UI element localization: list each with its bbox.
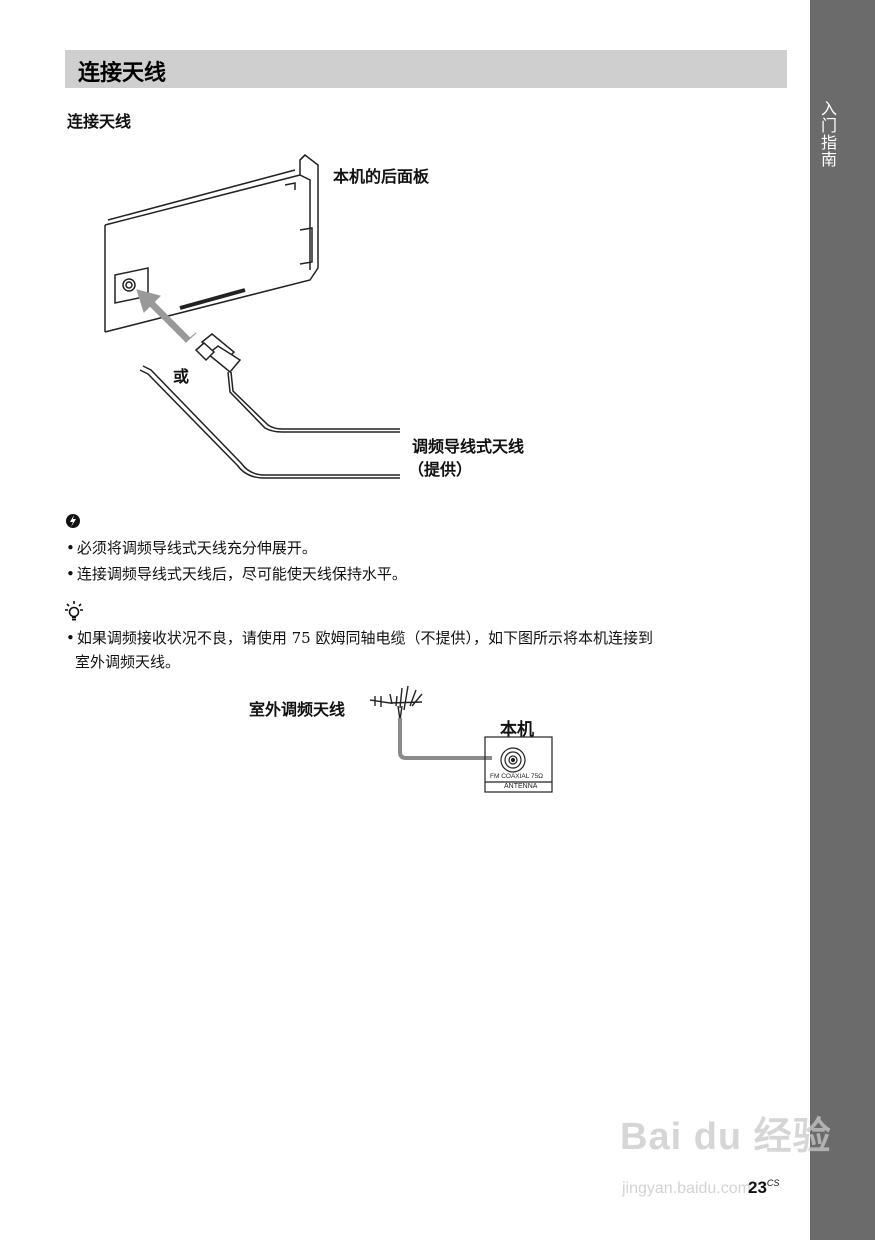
outdoor-antenna-label: 室外调频天线: [249, 700, 346, 719]
watermark-brand: Bai du 经验: [620, 1116, 832, 1158]
rear-panel-diagram: [104, 154, 400, 479]
or-label: 或: [173, 367, 190, 386]
note-item-2: •连接调频导线式天线后，尽可能使天线保持水平。: [66, 565, 407, 583]
jack-caption: ANTENNA: [504, 783, 538, 790]
wire-antenna-supplied: （提供）: [408, 460, 473, 479]
tip-item-line1: •如果调频接收状况不良，请使用 75 欧姆同轴电缆（不提供），如下图所示将本机连…: [66, 629, 653, 647]
coaxial-cable: [398, 718, 492, 760]
wire-antenna-label: 调频导线式天线: [412, 437, 525, 456]
section-title: 连接天线: [78, 61, 167, 86]
tip-item-line2: 室外调频天线。: [75, 653, 181, 671]
section-title-bar: [65, 50, 787, 88]
rear-panel-label: 本机的后面板: [333, 167, 430, 186]
antenna-jack-panel: [484, 736, 553, 793]
note-item-1: •必须将调频导线式天线充分伸展开。: [66, 539, 317, 557]
lightbulb-icon: [65, 601, 83, 621]
unit-label: 本机: [500, 720, 534, 740]
antenna-mast-icon: [369, 685, 423, 721]
side-tab: [810, 0, 875, 1240]
watermark-url: jingyan.baidu.com: [622, 1180, 751, 1197]
note-icon: [66, 514, 80, 528]
subheading: 连接天线: [67, 112, 132, 131]
outdoor-antenna-diagram: [369, 685, 553, 793]
page-number: 23CS: [748, 1178, 780, 1197]
rear-panel-outline: [104, 154, 319, 333]
side-tab-label: 入门指南: [818, 100, 837, 168]
insert-arrow: [136, 289, 197, 343]
jack-text: FM COAXIAL 75Ω: [490, 773, 544, 780]
